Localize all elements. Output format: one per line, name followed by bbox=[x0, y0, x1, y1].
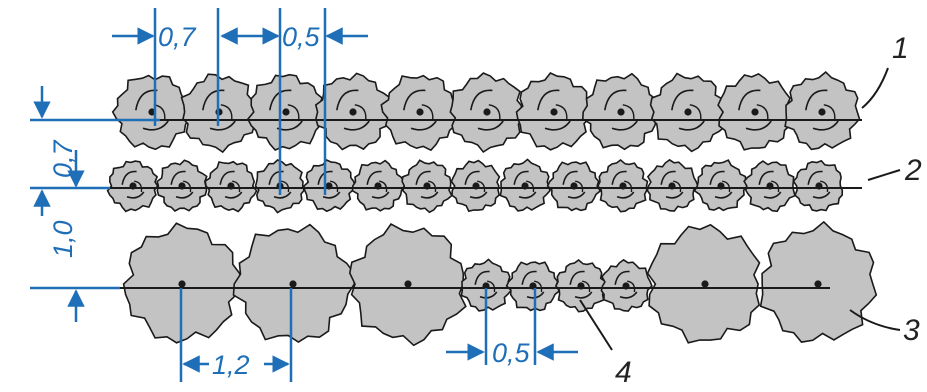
large-head-10 bbox=[717, 72, 792, 151]
dimension-label-bottom-large: 1,2 bbox=[212, 350, 250, 380]
row3-large-head-4 bbox=[646, 223, 761, 344]
leader-line-1 bbox=[861, 67, 889, 109]
reference-label-4: 4 bbox=[615, 356, 632, 389]
row3-large-head-1 bbox=[122, 222, 244, 344]
center-point bbox=[814, 280, 822, 288]
row-3-mixed-heads bbox=[122, 220, 878, 347]
leader-line-4 bbox=[579, 299, 613, 351]
dimension-label-bottom-small: 0,5 bbox=[492, 338, 531, 368]
leader-line-2 bbox=[867, 169, 901, 181]
row-2-small-heads bbox=[106, 158, 844, 214]
center-point bbox=[349, 108, 357, 116]
dimension-label-left-lower: 1,0 bbox=[48, 220, 78, 258]
dimension-label-top-left: 0,7 bbox=[158, 22, 197, 52]
center-point bbox=[818, 108, 826, 116]
large-head-9 bbox=[649, 72, 727, 153]
large-head-1 bbox=[111, 74, 193, 151]
row-1-large-heads bbox=[111, 71, 861, 154]
small-head-1 bbox=[106, 160, 159, 213]
dimension-label-top-right: 0,5 bbox=[282, 22, 321, 52]
large-head-7 bbox=[515, 72, 594, 151]
center-point bbox=[684, 108, 692, 116]
left-dimension-group bbox=[30, 86, 160, 322]
center-point bbox=[282, 108, 290, 116]
small-head-3 bbox=[204, 160, 258, 213]
small-head-9 bbox=[499, 158, 551, 212]
small-head-15 bbox=[792, 159, 844, 212]
row3-small-head-4 bbox=[600, 258, 653, 312]
small-head-13 bbox=[693, 159, 749, 212]
row3-large-head-5 bbox=[759, 220, 878, 343]
large-head-8 bbox=[581, 72, 662, 151]
center-point bbox=[289, 280, 297, 288]
reference-label-2: 2 bbox=[904, 154, 922, 187]
center-point bbox=[751, 108, 759, 116]
small-head-2 bbox=[156, 159, 208, 212]
small-head-14 bbox=[743, 160, 796, 213]
small-head-7 bbox=[401, 159, 453, 214]
reference-label-3: 3 bbox=[903, 314, 920, 347]
small-head-6 bbox=[351, 159, 406, 212]
large-head-4 bbox=[314, 72, 391, 151]
center-point bbox=[550, 108, 558, 116]
row3-large-head-2 bbox=[232, 223, 356, 343]
center-point bbox=[416, 108, 424, 116]
large-head-6 bbox=[449, 72, 524, 154]
row3-small-head-2 bbox=[505, 261, 561, 312]
small-head-12 bbox=[646, 158, 699, 212]
large-head-5 bbox=[380, 74, 460, 152]
small-head-5 bbox=[303, 159, 356, 213]
small-head-10 bbox=[546, 161, 602, 212]
center-point bbox=[701, 280, 709, 288]
center-point bbox=[178, 280, 186, 288]
row3-small-head-3 bbox=[554, 258, 607, 313]
leader-line-3 bbox=[849, 309, 901, 331]
dimension-label-left-upper: 0,7 bbox=[48, 139, 78, 178]
bottom-dimension-group bbox=[179, 288, 578, 382]
center-point bbox=[404, 280, 412, 288]
row3-large-head-3 bbox=[348, 223, 467, 347]
leader-lines bbox=[579, 67, 901, 351]
large-head-3 bbox=[246, 73, 324, 151]
reference-label-1: 1 bbox=[892, 32, 909, 65]
small-head-11 bbox=[596, 158, 649, 213]
center-point bbox=[617, 108, 625, 116]
small-head-8 bbox=[450, 159, 501, 213]
top-dimension-group bbox=[112, 8, 368, 195]
center-point bbox=[483, 108, 491, 116]
large-head-11 bbox=[784, 71, 861, 151]
